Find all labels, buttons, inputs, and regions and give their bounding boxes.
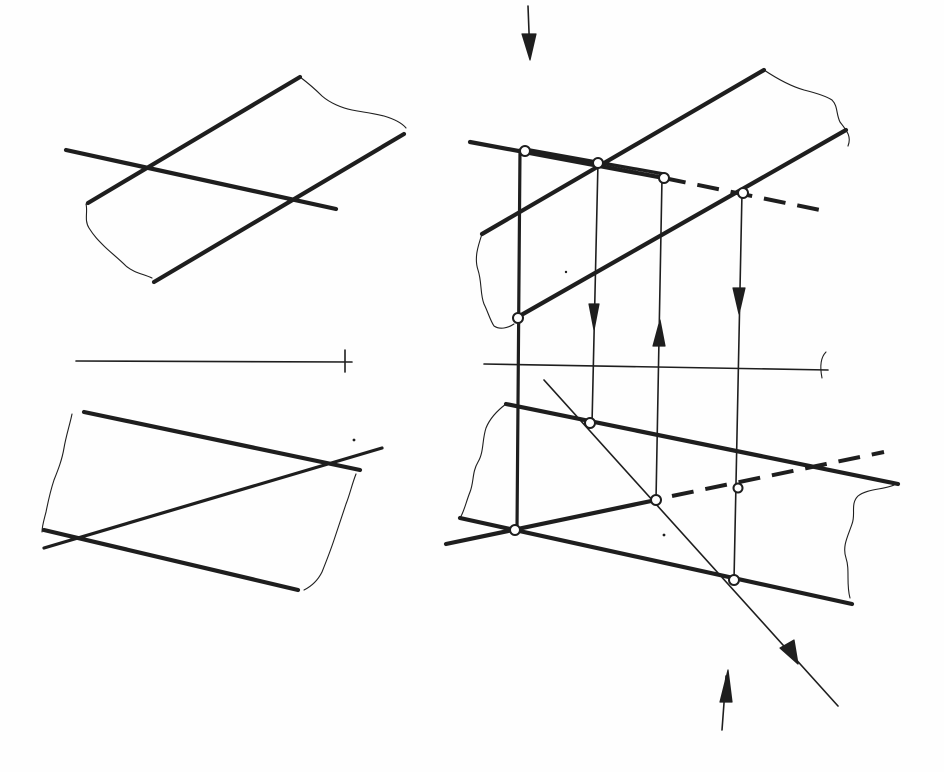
point-markers (509, 145, 749, 586)
left-upper-break-edge-left (85, 203, 153, 279)
projection-line-1 (515, 148, 522, 532)
left-upper-strip-edge-bottom (151, 131, 407, 285)
left-lower-strip-edge-top (81, 409, 363, 473)
point-upper-5 (512, 312, 524, 324)
left-upper-view (63, 74, 407, 285)
right-upper-crossing-line (467, 139, 667, 181)
left-upper-crossing-line (63, 147, 339, 212)
point-lower-3 (732, 482, 744, 494)
projection-line-2 (591, 161, 599, 425)
right-lower-strip-edge-top (503, 401, 901, 487)
bottom-arrow-head (719, 669, 733, 703)
right-axis-tick (820, 351, 827, 379)
left-lower-crossing-line (42, 446, 384, 550)
stray-dot-3 (564, 270, 568, 274)
point-upper-2 (592, 157, 604, 169)
point-upper-1 (519, 145, 531, 157)
left-upper-strip-edge-top (85, 74, 303, 206)
down-arrow-projection-4 (732, 287, 746, 315)
left-lower-break-edge-right (303, 473, 357, 591)
point-upper-4 (737, 187, 749, 199)
right-lower-strip-edge-bottom (457, 515, 855, 607)
right-lower-break-edge-left (459, 403, 507, 519)
direction-arrows (521, 5, 799, 731)
point-lower-5 (728, 574, 740, 586)
projection-line-4 (733, 191, 743, 581)
point-lower-2 (650, 494, 662, 506)
up-arrow-projection-3 (652, 319, 666, 347)
diagonal-arrow-head (779, 639, 799, 665)
right-lower-break-edge-right (844, 483, 897, 599)
right-axis (483, 351, 829, 379)
down-arrow-projection-2 (588, 303, 600, 331)
stray-dot (352, 438, 356, 442)
point-lower-4 (509, 524, 521, 536)
left-axis-line (75, 360, 353, 363)
right-lower-view (443, 270, 901, 707)
right-upper-strip-edge-top (479, 67, 767, 237)
left-lower-break-edge-left (41, 413, 73, 533)
point-upper-3 (658, 172, 670, 184)
right-upper-strip-edge-bottom (513, 127, 849, 321)
top-arrow-head (521, 33, 537, 61)
right-axis-line (483, 363, 829, 371)
point-lower-1 (584, 417, 596, 429)
stray-dot-2 (662, 533, 666, 537)
left-axis (75, 349, 353, 373)
left-lower-view (41, 409, 384, 593)
right-lower-crossing-line (443, 497, 659, 547)
right-upper-break-edge-left (475, 233, 515, 329)
left-lower-strip-edge-bottom (41, 527, 301, 593)
right-lower-crossing-line-hidden (671, 450, 885, 498)
left-upper-break-edge-right (299, 76, 407, 129)
